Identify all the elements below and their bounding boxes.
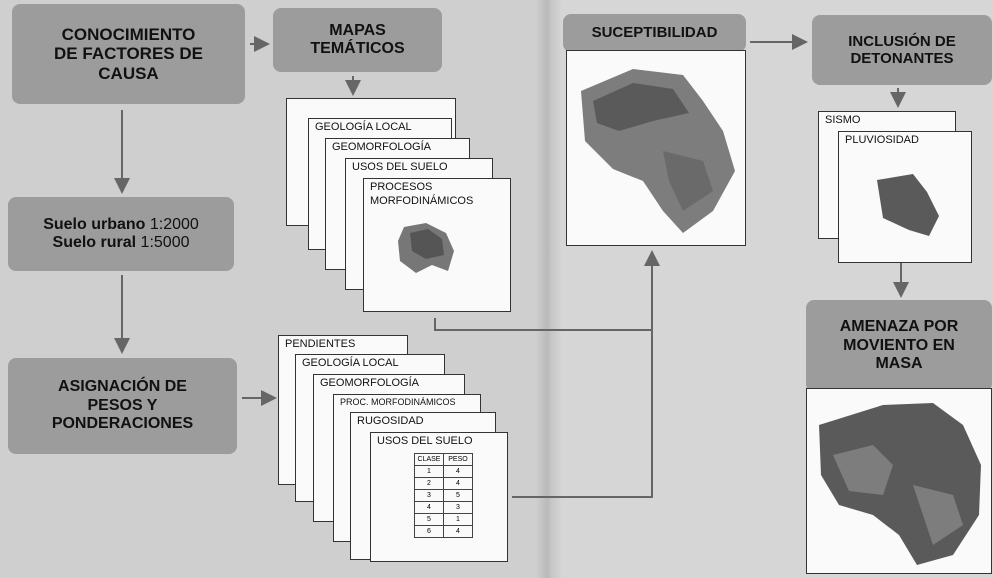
procesos-map-thumbnail — [398, 223, 454, 273]
box-escala: Suelo urbano 1:2000 Suelo rural 1:5000 — [8, 197, 234, 271]
amenaza-map — [819, 403, 981, 565]
box-mapas-tematicos: MAPAS TEMÁTICOS — [273, 8, 442, 72]
pluviosidad-map — [877, 174, 939, 236]
table-header-clase: CLASE — [414, 453, 444, 466]
sheet-pluviosidad: PLUVIOSIDAD — [838, 131, 972, 263]
suceptibilidad-map — [581, 69, 735, 233]
box-conocimiento-causa: CONOCIMIENTO DE FACTORES DE CAUSA — [12, 4, 245, 104]
scale-urbano: Suelo urbano 1:2000 — [43, 215, 199, 233]
book-gutter — [536, 0, 562, 578]
box-suceptibilidad: SUCEPTIBILIDAD — [563, 14, 746, 52]
amenaza-map-sheet — [806, 388, 992, 574]
box-inclusion-detonantes: INCLUSIÓN DE DETONANTES — [812, 15, 992, 85]
box-asignacion-pesos: ASIGNACIÓN DE PESOS Y PONDERACIONES — [8, 358, 237, 454]
table-header-peso: PESO — [443, 453, 473, 466]
arrow-thematic-to-suceptibilidad — [434, 250, 660, 331]
arrow-weights-to-suceptibilidad — [512, 330, 653, 498]
box-amenaza: AMENAZA POR MOVIENTO EN MASA — [806, 300, 992, 392]
suceptibilidad-map-sheet — [566, 50, 746, 246]
scale-rural: Suelo rural 1:5000 — [52, 234, 190, 251]
sheet-procesos: PROCESOS MORFODINÁMICOS — [363, 178, 511, 312]
